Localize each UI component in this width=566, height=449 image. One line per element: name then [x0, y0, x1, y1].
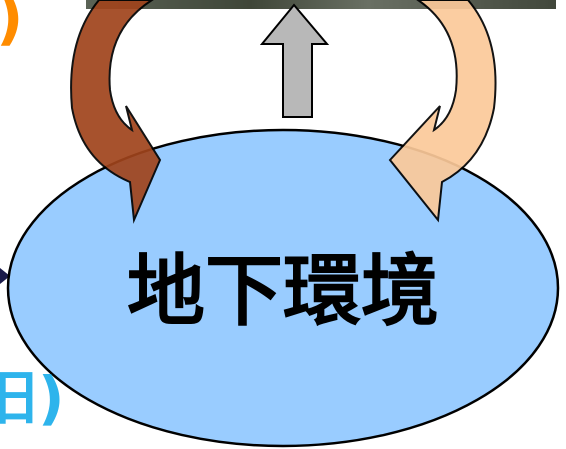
- photo-strip: [86, 0, 556, 9]
- bottom-left-text-fragment: 旧): [0, 364, 65, 432]
- center-label: 地下環境: [127, 247, 439, 337]
- left-pointer-arrow: [0, 268, 10, 284]
- top-left-text-fragment: ): [0, 0, 23, 53]
- upward-arrow: [259, 3, 330, 118]
- groundwater-ellipse: [6, 128, 560, 448]
- right-curved-arrow: [388, 0, 497, 223]
- left-curved-arrow: [70, 0, 162, 224]
